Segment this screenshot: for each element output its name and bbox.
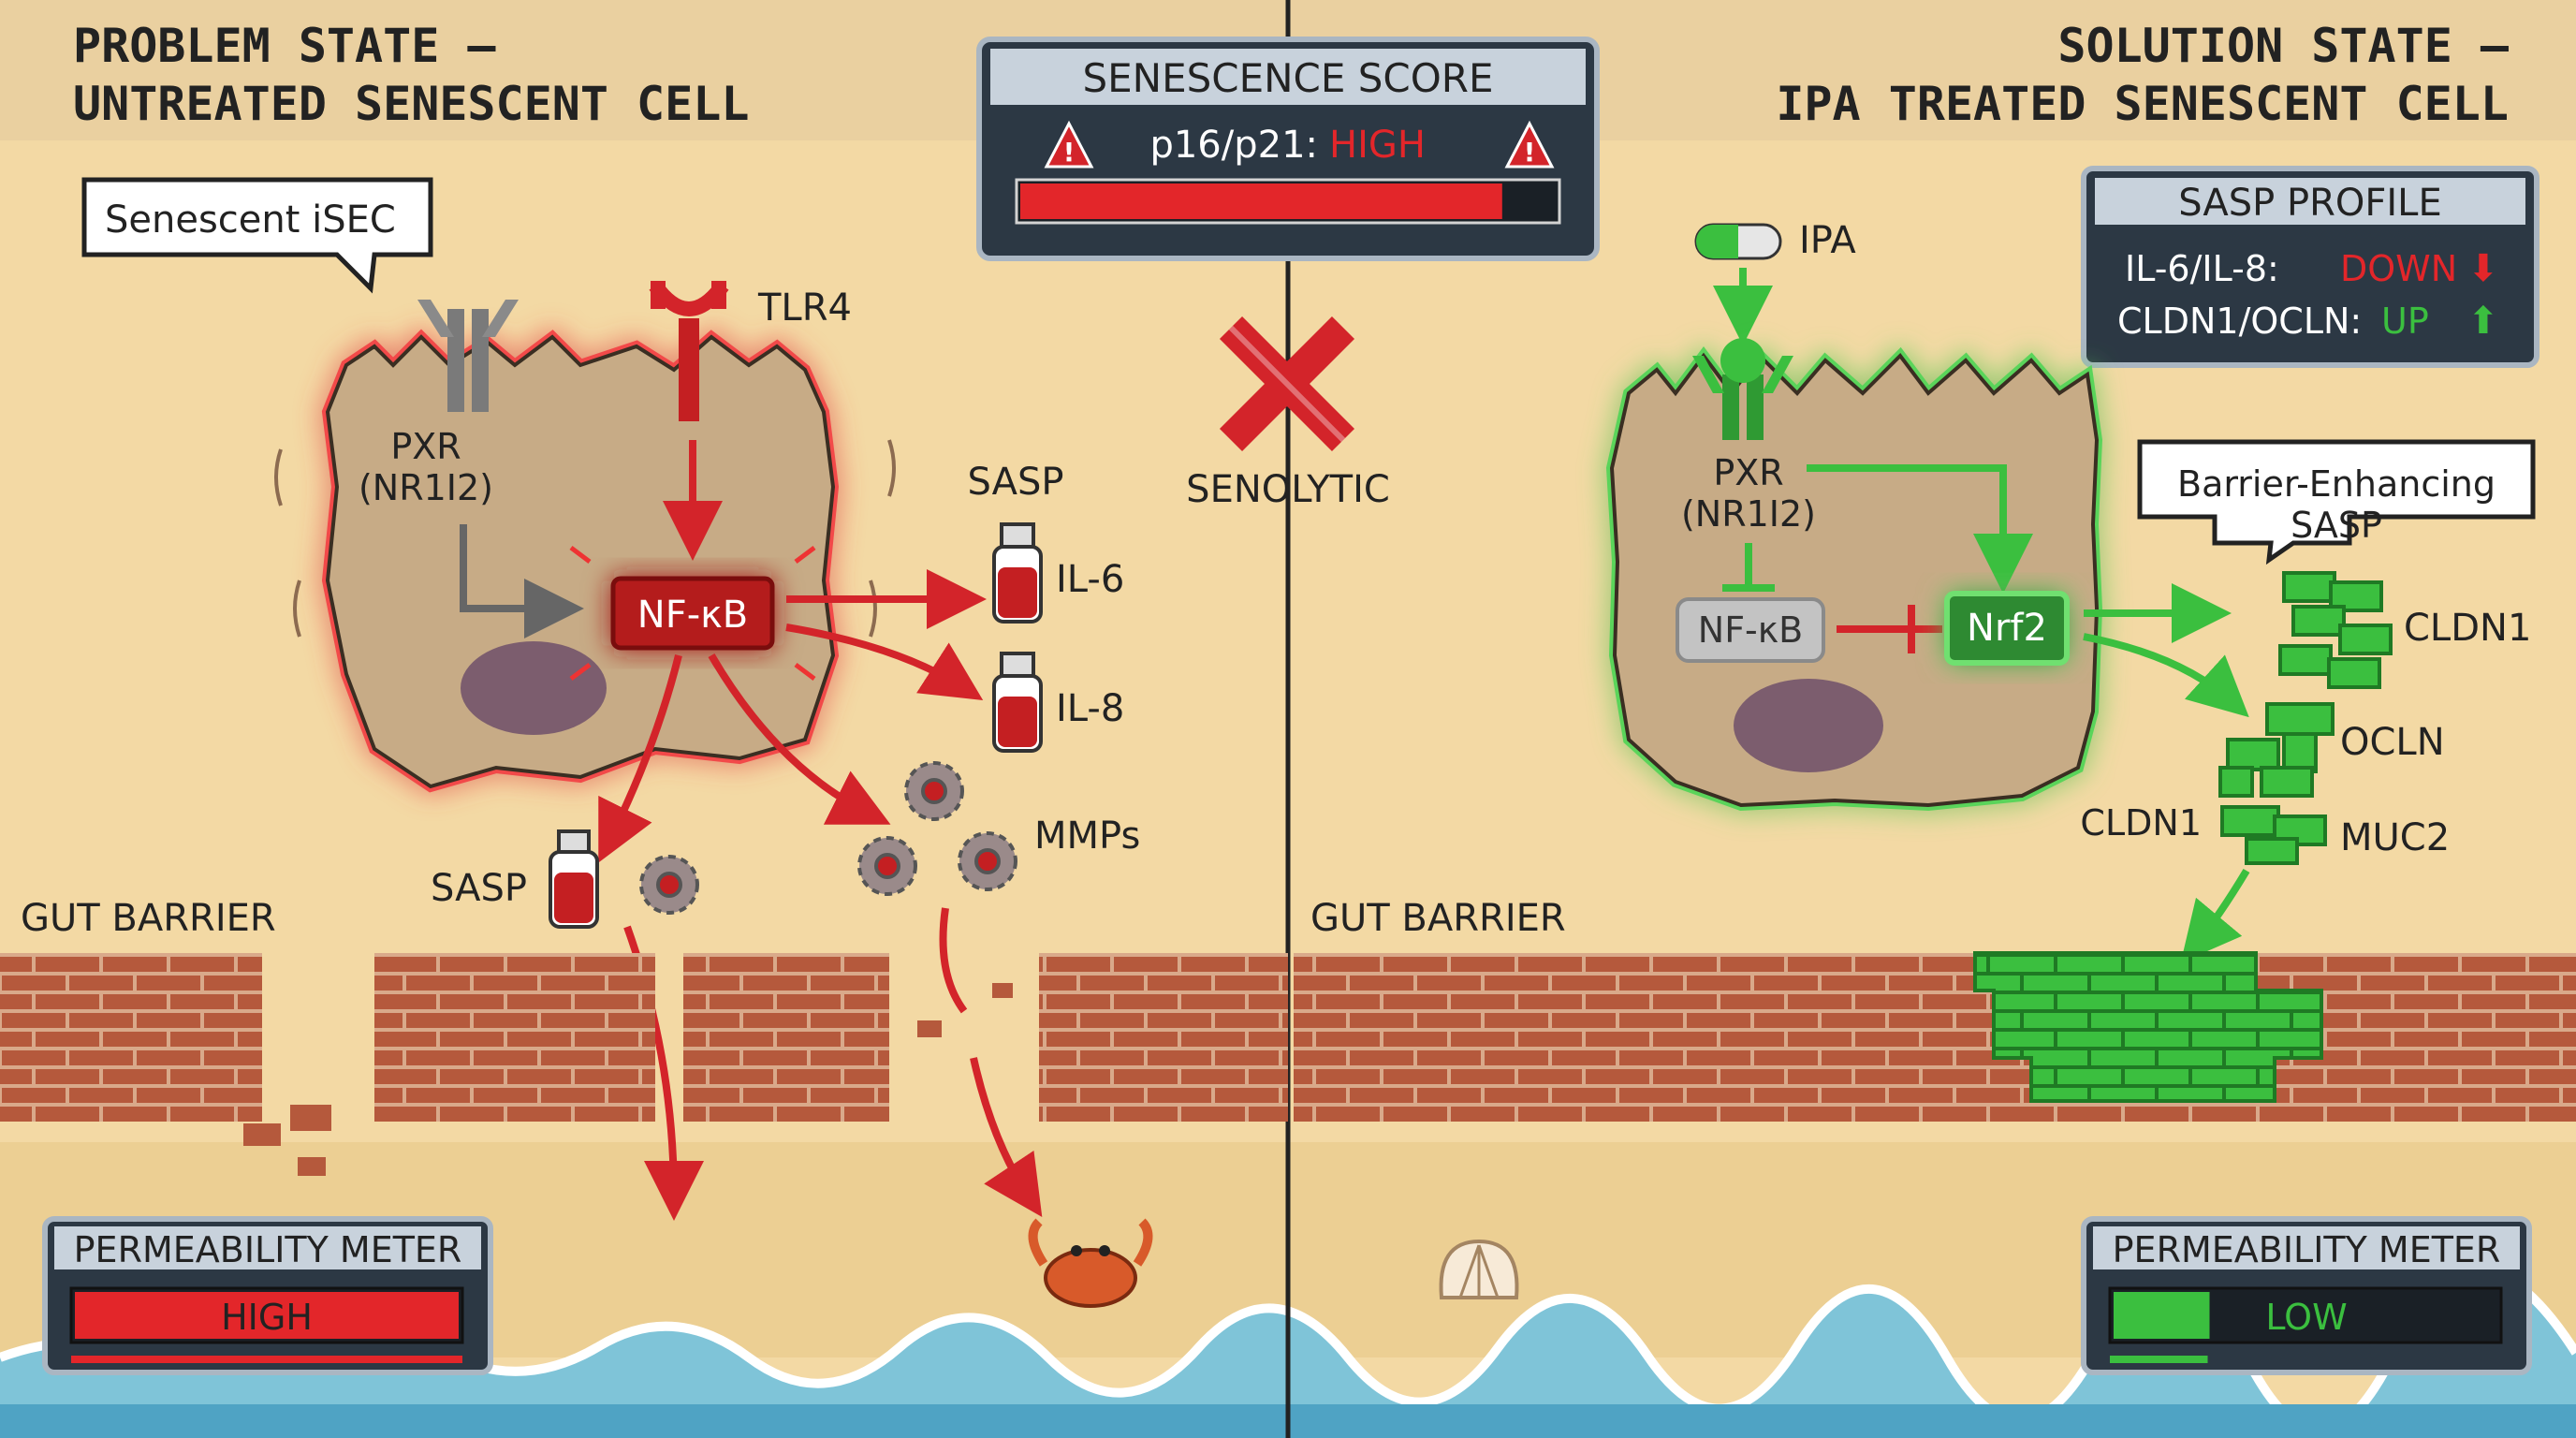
damage-arrow-3 xyxy=(970,1057,1043,1217)
nrf2-label: Nrf2 xyxy=(1967,607,2047,650)
pxr-to-nfkb-arrow xyxy=(460,524,584,638)
muc2-label: MUC2 xyxy=(2340,816,2450,859)
ipa-pill-icon xyxy=(1694,223,1782,260)
sasp-profile-panel: SASP PROFILE IL-6/IL-8: DOWN ⬇ CLDN1/OCL… xyxy=(2081,166,2539,368)
left-title-line1: PROBLEM STATE – xyxy=(73,19,496,73)
pxr-left-line2: (NR1I2) xyxy=(359,467,493,508)
warning-icon-left: ! xyxy=(1044,120,1094,169)
permeability-meter-left-title: PERMEABILITY METER xyxy=(74,1229,462,1270)
nucleus-left xyxy=(461,641,607,735)
tlr4-receptor-icon xyxy=(649,281,729,421)
permeability-meter-left: PERMEABILITY METER HIGH xyxy=(42,1216,493,1375)
gut-barrier-left-wall xyxy=(0,953,1288,1176)
nfkb-left-label: NF-κB xyxy=(637,594,748,637)
profile-row2-value: UP xyxy=(2381,301,2429,342)
crab-icon xyxy=(1028,1218,1153,1308)
tlr4-label: TLR4 xyxy=(757,286,852,330)
permeability-meter-left-value: HIGH xyxy=(221,1297,313,1338)
senescent-cell-left xyxy=(321,329,840,793)
nrf2-node: Nrf2 xyxy=(1944,591,2070,666)
pxr-right-line1: PXR xyxy=(1713,452,1783,493)
shake-marks xyxy=(274,439,896,638)
right-title-line1: SOLUTION STATE – xyxy=(2057,19,2510,73)
ocln-protein-icon xyxy=(2218,702,2334,798)
nfkb-right-label: NF-κB xyxy=(1698,609,1803,651)
permeability-meter-right: PERMEABILITY METER LOW xyxy=(2081,1216,2532,1375)
nfkb-to-il8-arrow xyxy=(785,624,984,700)
pxr-left-line1: PXR xyxy=(390,426,461,467)
senolytic-label: SENOLYTIC xyxy=(1186,468,1390,511)
senescent-isec-speech-bubble: Senescent iSEC xyxy=(81,177,433,294)
pxr-right-line2: (NR1I2) xyxy=(1681,493,1816,535)
nfkb-to-mmps-arrow xyxy=(708,653,891,825)
profile-row1-value: DOWN xyxy=(2340,248,2457,289)
permeability-meter-right-value: LOW xyxy=(2265,1297,2347,1338)
nfkb-inactive-node: NF-κB xyxy=(1676,597,1825,663)
cldn1-small-label: CLDN1 xyxy=(2080,802,2202,844)
profile-row2-label: CLDN1/OCLN: xyxy=(2117,301,2362,342)
il6-label: IL-6 xyxy=(1056,558,1124,601)
score-prefix-label: p16/p21: xyxy=(1149,124,1318,167)
sasp-bottom-label: SASP xyxy=(431,867,527,910)
up-arrow-icon: ⬆ xyxy=(2467,300,2499,343)
seashell-icon xyxy=(1439,1239,1519,1299)
svg-text:!: ! xyxy=(1524,137,1536,168)
senolytic-cross-icon xyxy=(1219,315,1355,452)
il8-label: IL-8 xyxy=(1056,687,1124,730)
barrier-enhancing-line1: Barrier-Enhancing xyxy=(2177,463,2496,505)
ipa-label: IPA xyxy=(1799,219,1856,262)
barrier-enhancing-line2: SASP xyxy=(2291,505,2382,546)
right-title-line2: IPA TREATED SENESCENT CELL xyxy=(1776,77,2509,131)
cldn1-label: CLDN1 xyxy=(2404,607,2531,650)
pxr-receptor-icon xyxy=(417,300,519,412)
nfkb-to-sasp-arrow xyxy=(598,654,682,863)
pxr-to-nrf2-arrow xyxy=(1807,464,2033,594)
nfkb-active-node: NF-κB xyxy=(610,576,775,651)
meter-right-fill xyxy=(2114,1292,2210,1339)
barrier-enhancing-speech-bubble: Barrier-Enhancing SASP xyxy=(2137,439,2536,565)
senescent-isec-label: Senescent iSEC xyxy=(105,198,396,242)
nrf2-to-ocln-arrow xyxy=(2083,633,2249,718)
sasp-profile-title: SASP PROFILE xyxy=(2178,182,2441,225)
svg-text:!: ! xyxy=(1063,137,1076,168)
pxr-receptor-active-icon xyxy=(1692,338,1793,440)
sasp-bottom-vial-icon xyxy=(549,829,599,929)
nfkb-burst-marks xyxy=(569,546,816,681)
left-title-line2: UNTREATED SENESCENT CELL xyxy=(73,77,749,131)
proteins-to-barrier-arrow xyxy=(2180,868,2250,963)
nucleus-right xyxy=(1734,679,1883,772)
permeability-meter-right-title: PERMEABILITY METER xyxy=(2113,1229,2501,1270)
cldn1-protein-icon xyxy=(2278,571,2393,689)
down-arrow-icon: ⬇ xyxy=(2467,247,2499,290)
meter-right-strip xyxy=(2110,1356,2208,1363)
gut-barrier-right-wall xyxy=(1294,951,2576,1122)
gut-barrier-left-label: GUT BARRIER xyxy=(21,897,276,940)
damage-arrow-2 xyxy=(939,907,968,1014)
ocln-label: OCLN xyxy=(2340,721,2445,764)
score-fill xyxy=(1020,183,1502,219)
il8-vial-icon xyxy=(992,652,1043,753)
warning-icon-right: ! xyxy=(1504,120,1555,169)
il6-vial-icon xyxy=(992,522,1043,624)
senescence-score-panel: SENESCENCE SCORE ! ! p16/p21: HIGH xyxy=(976,37,1600,261)
sasp-top-label: SASP xyxy=(967,461,1063,504)
muc2-protein-icon xyxy=(2220,805,2327,865)
mmps-label: MMPs xyxy=(1034,814,1140,858)
gut-barrier-right-label: GUT BARRIER xyxy=(1310,897,1566,940)
score-value-label: HIGH xyxy=(1329,124,1426,167)
profile-row1-label: IL-6/IL-8: xyxy=(2125,248,2279,289)
meter-left-fill xyxy=(75,1292,459,1339)
senescence-score-title: SENESCENCE SCORE xyxy=(1082,55,1493,101)
mmps-saw-icons xyxy=(639,761,1017,915)
treated-cell-right xyxy=(1605,346,2103,812)
